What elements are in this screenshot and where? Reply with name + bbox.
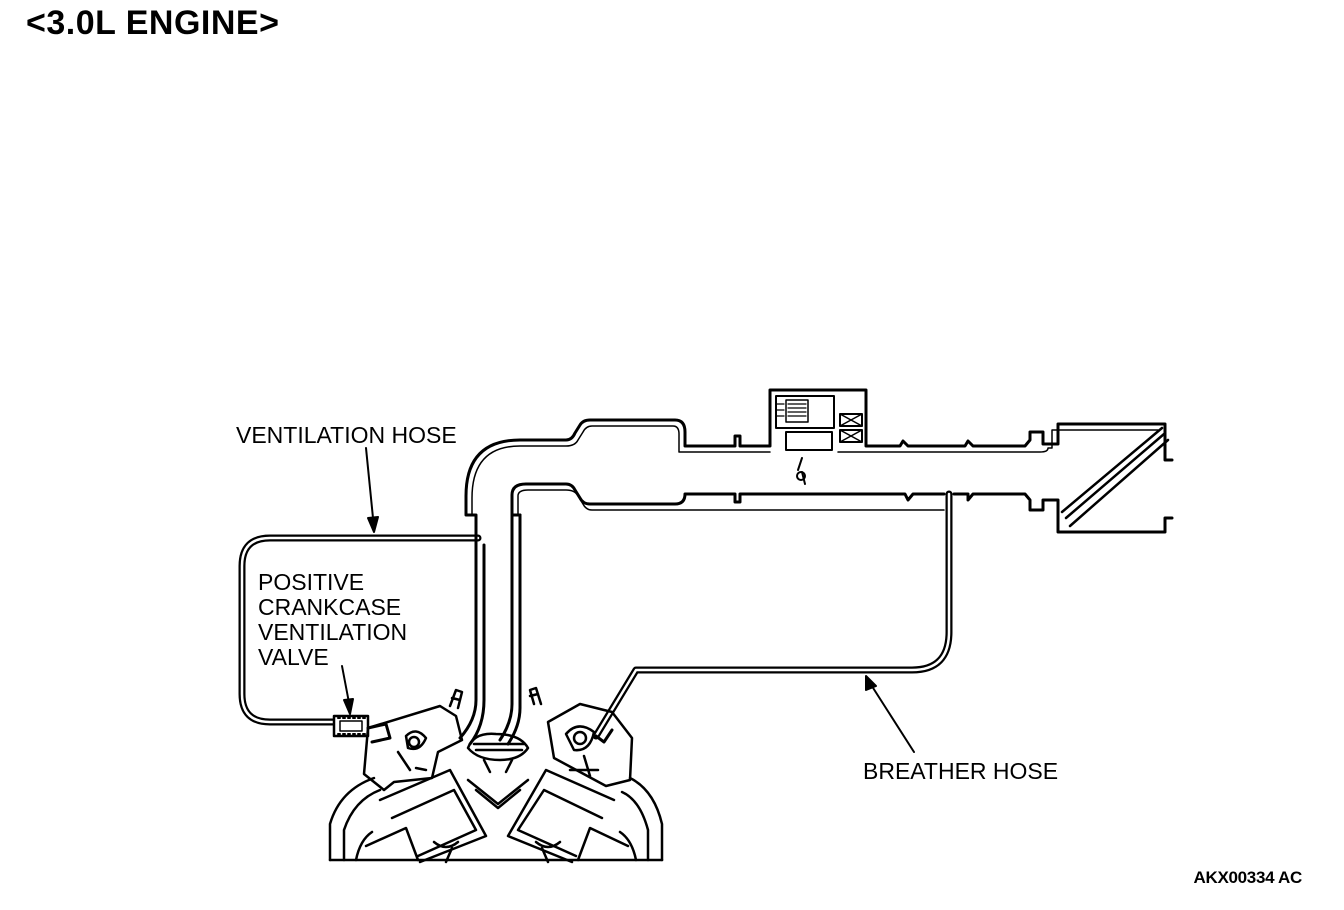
intake-duct-inner-lower: [517, 489, 945, 516]
pcv-label-line-1: POSITIVE: [258, 569, 365, 595]
left-head-cover-port: [366, 722, 392, 744]
throttle-plate: [796, 471, 806, 481]
ventilation-hose-label: VENTILATION HOSE: [236, 422, 457, 448]
breather-hose-label: BREATHER HOSE: [863, 758, 1059, 784]
pcv-valve-label: POSITIVE CRANKCASE VENTILATION VALVE: [258, 570, 407, 670]
sensor-hatching: [775, 403, 807, 417]
throttle-valve-body: [785, 431, 833, 451]
sensor-housing: [775, 395, 835, 429]
solenoid-box-2: [839, 429, 863, 443]
solenoid-box-1: [839, 413, 863, 427]
right-head-cover-port: [594, 728, 614, 744]
sensor-element: [785, 399, 809, 423]
vent-pipe-center-riser: [498, 513, 522, 746]
page-title: <3.0L ENGINE>: [26, 4, 280, 42]
vent-pipe-left-riser: [458, 513, 478, 740]
breather-hose-arrowhead: [865, 675, 877, 691]
pcv-valve-arrowhead: [343, 698, 354, 715]
pcv-label-line-2: CRANKCASE: [258, 594, 402, 620]
pcv-label-line-4: VALVE: [258, 644, 329, 670]
v6-engine-block: [328, 686, 664, 864]
breather-hose: [592, 490, 953, 740]
ventilation-hose-leader: [365, 447, 375, 529]
air-filter-element: [1060, 426, 1170, 528]
breather-hose-inner: [594, 492, 951, 738]
solenoid-crosses: [839, 413, 863, 443]
pcv-valve-core: [339, 720, 363, 732]
ventilation-hose: [238, 534, 482, 726]
intake-duct-upper-wall: [464, 388, 1174, 517]
pcv-valve-dots: [337, 717, 367, 735]
breather-hose-leader: [867, 679, 915, 753]
figure-id: AKX00334 AC: [1193, 868, 1302, 887]
pcv-label-line-3: VENTILATION: [258, 619, 408, 645]
ventilation-hose-arrowhead: [367, 516, 379, 533]
intake-duct-inner-upper: [471, 425, 1159, 516]
ventilation-hose-inner: [240, 536, 480, 724]
